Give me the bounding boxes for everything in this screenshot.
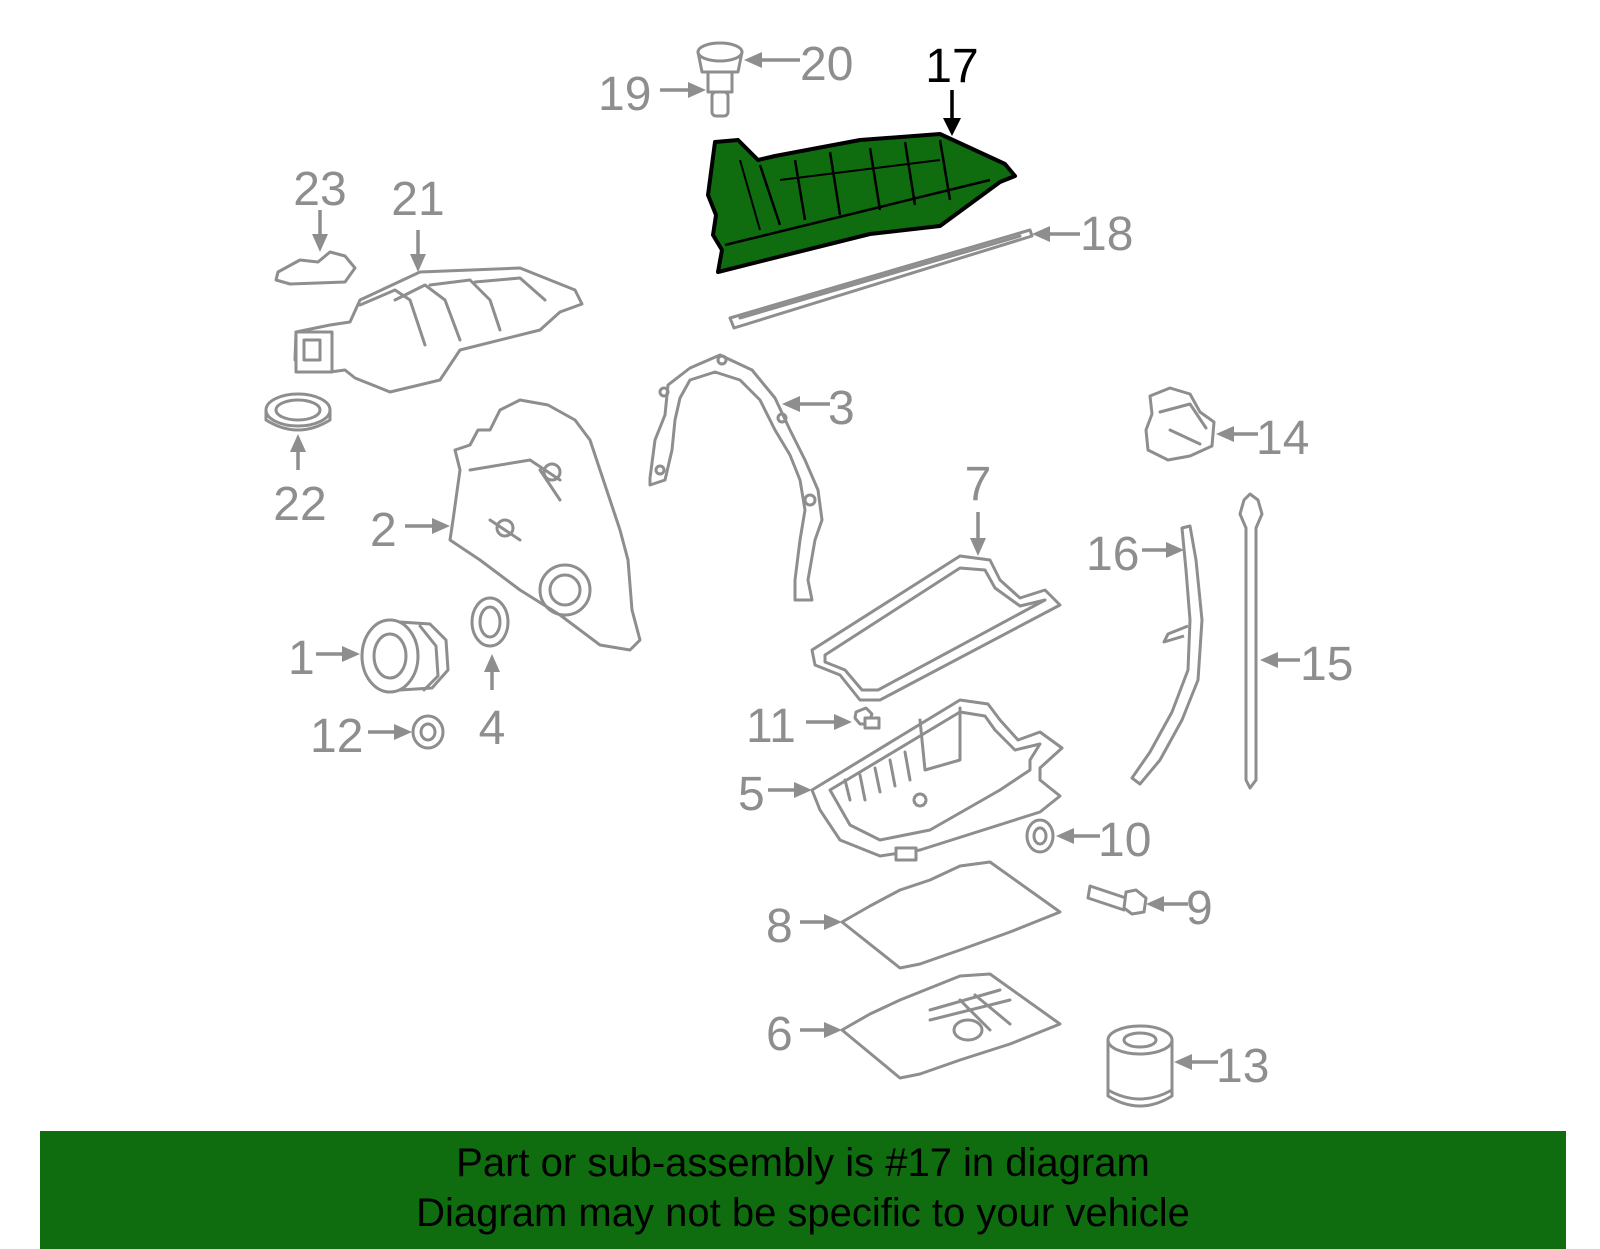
- part-19-20-fitting[interactable]: [696, 41, 744, 118]
- arrow-15: [1260, 652, 1300, 668]
- part-11-bolt[interactable]: [853, 706, 881, 730]
- part-4-seal[interactable]: [470, 596, 510, 648]
- arrow-2: [405, 518, 450, 534]
- part-7-pan-gasket[interactable]: [810, 554, 1062, 702]
- callout-3[interactable]: 3: [828, 382, 855, 435]
- arrow-20: [744, 52, 800, 68]
- part-14-bracket[interactable]: [1144, 386, 1216, 462]
- part-21-intake-manifold[interactable]: [293, 266, 584, 394]
- callout-2[interactable]: 2: [370, 504, 397, 557]
- part-16-dipstick-tube[interactable]: [1130, 524, 1204, 786]
- info-banner: Part or sub-assembly is #17 in diagram D…: [40, 1131, 1566, 1249]
- arrow-6: [800, 1022, 842, 1038]
- arrow-9: [1146, 896, 1188, 912]
- part-6-tray[interactable]: [840, 972, 1062, 1080]
- part-13-oil-filter[interactable]: [1106, 1024, 1174, 1108]
- arrow-4: [484, 654, 500, 690]
- part-22-seal[interactable]: [264, 392, 332, 432]
- part-1-balancer[interactable]: [360, 618, 450, 694]
- part-15-dipstick[interactable]: [1238, 492, 1264, 790]
- arrow-7: [970, 512, 986, 556]
- arrow-10: [1056, 828, 1100, 844]
- banner-line-part: Part or sub-assembly is #17 in diagram: [456, 1141, 1150, 1185]
- callout-14[interactable]: 14: [1256, 412, 1309, 465]
- part-12-washer[interactable]: [411, 714, 445, 750]
- arrow-17: [943, 90, 961, 136]
- part-9-drain-bolt[interactable]: [1086, 884, 1148, 916]
- arrow-5: [768, 782, 812, 798]
- arrow-3: [782, 396, 830, 412]
- callout-18[interactable]: 18: [1080, 208, 1133, 261]
- callout-5[interactable]: 5: [738, 768, 765, 821]
- arrow-14: [1216, 426, 1258, 442]
- callout-12[interactable]: 12: [310, 710, 363, 763]
- part-10-washer[interactable]: [1025, 818, 1055, 854]
- part-18-gasket[interactable]: [728, 228, 1034, 330]
- callout-19[interactable]: 19: [598, 68, 651, 121]
- callout-15[interactable]: 15: [1300, 638, 1353, 691]
- arrow-21: [410, 230, 426, 272]
- callout-6[interactable]: 6: [766, 1008, 793, 1061]
- callout-9[interactable]: 9: [1186, 882, 1213, 935]
- callout-1[interactable]: 1: [288, 632, 315, 685]
- arrow-12: [368, 724, 412, 740]
- arrow-19: [660, 82, 706, 98]
- arrow-16: [1142, 542, 1184, 558]
- arrow-11: [806, 714, 852, 730]
- banner-line-disclaimer: Diagram may not be specific to your vehi…: [416, 1191, 1190, 1235]
- callout-17[interactable]: 17: [925, 40, 978, 93]
- callout-16[interactable]: 16: [1086, 528, 1139, 581]
- arrow-18: [1032, 226, 1080, 242]
- arrow-8: [800, 914, 842, 930]
- callout-22[interactable]: 22: [273, 478, 326, 531]
- arrow-1: [316, 646, 360, 662]
- part-2-timing-cover[interactable]: [448, 398, 642, 652]
- part-5-oil-pan[interactable]: [810, 698, 1064, 862]
- arrow-22: [290, 434, 306, 470]
- part-8-gasket[interactable]: [840, 860, 1062, 970]
- callout-21[interactable]: 21: [391, 173, 444, 226]
- callout-8[interactable]: 8: [766, 900, 793, 953]
- callout-10[interactable]: 10: [1098, 814, 1151, 867]
- callout-4[interactable]: 4: [479, 702, 506, 755]
- arrow-23: [312, 210, 328, 252]
- arrow-13: [1174, 1054, 1218, 1070]
- callout-11[interactable]: 11: [746, 700, 796, 753]
- part-17-valve-cover[interactable]: [706, 132, 1017, 274]
- part-3-gasket[interactable]: [648, 353, 824, 602]
- callout-13[interactable]: 13: [1216, 1040, 1269, 1093]
- callout-20[interactable]: 20: [800, 38, 853, 91]
- part-23-bracket[interactable]: [274, 250, 357, 286]
- callout-23[interactable]: 23: [293, 163, 346, 216]
- callout-7[interactable]: 7: [965, 458, 992, 511]
